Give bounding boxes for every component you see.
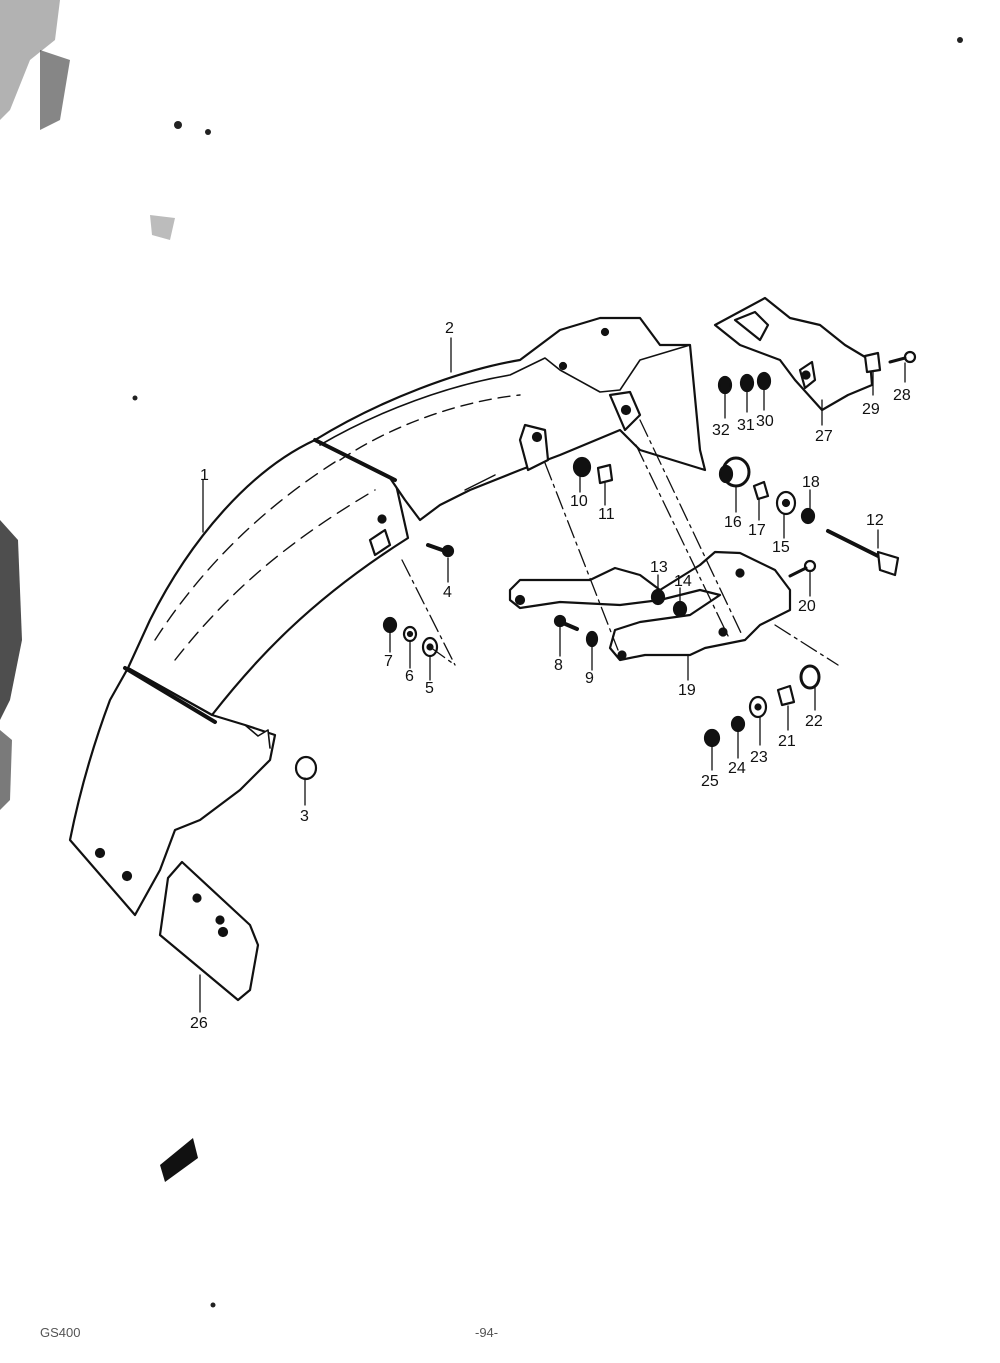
label-16: 16 <box>724 514 742 531</box>
nut-32 <box>717 375 733 395</box>
label-22: 22 <box>805 713 823 730</box>
washer-15 <box>775 490 797 516</box>
label-2: 2 <box>445 320 454 337</box>
grommet-10 <box>572 456 592 478</box>
leader-lines <box>199 337 906 1013</box>
scan-noise <box>0 0 963 1308</box>
label-4: 4 <box>443 584 452 601</box>
label-17: 17 <box>748 522 766 539</box>
nut-25 <box>703 728 721 748</box>
collar-29 <box>863 351 882 374</box>
label-6: 6 <box>405 668 414 685</box>
nut-24 <box>730 715 746 733</box>
label-11: 11 <box>598 506 615 523</box>
washer-31 <box>739 373 755 393</box>
label-15: 15 <box>772 539 790 556</box>
bolt-4 <box>426 543 455 558</box>
label-1: 1 <box>200 467 209 484</box>
label-14: 14 <box>674 573 692 590</box>
label-7: 7 <box>384 653 393 670</box>
label-19: 19 <box>678 682 696 699</box>
washer-23 <box>748 695 768 719</box>
fender-upper-cover <box>313 316 707 522</box>
grommet-16 <box>718 456 751 488</box>
footer-code: GS400 <box>40 1325 81 1340</box>
label-28: 28 <box>893 387 911 404</box>
label-10: 10 <box>570 493 588 510</box>
washer-14 <box>672 600 688 618</box>
washer-30 <box>756 371 772 391</box>
nut-7 <box>382 616 398 634</box>
label-13: 13 <box>650 559 668 576</box>
corner-mark <box>160 1138 198 1182</box>
bolt-28 <box>888 350 917 364</box>
grommet-22 <box>799 664 821 690</box>
label-31: 31 <box>737 417 755 434</box>
label-29: 29 <box>862 401 880 418</box>
label-12: 12 <box>866 512 884 529</box>
washer-9 <box>585 630 599 648</box>
label-21: 21 <box>778 733 796 750</box>
washer-6 <box>402 625 418 643</box>
label-24: 24 <box>728 760 746 777</box>
mud-flap <box>158 860 260 1002</box>
collar-17 <box>752 480 770 501</box>
label-23: 23 <box>750 749 768 766</box>
label-18: 18 <box>802 474 820 491</box>
label-3: 3 <box>300 808 309 825</box>
part-labels: 1 2 3 4 5 6 7 8 9 10 11 12 13 14 15 16 1… <box>190 320 911 1032</box>
label-32: 32 <box>712 422 730 439</box>
bolt-12 <box>826 529 900 577</box>
label-26: 26 <box>190 1015 208 1032</box>
collar-21 <box>776 684 796 707</box>
bracket-top <box>713 296 874 412</box>
label-20: 20 <box>798 598 816 615</box>
washer-13 <box>650 588 666 606</box>
footer-page-number: -94- <box>475 1325 499 1340</box>
label-5: 5 <box>425 680 434 697</box>
assembly-lines <box>401 419 839 666</box>
collar-11 <box>596 463 614 485</box>
bolt-8 <box>553 614 579 631</box>
rear-fender <box>68 438 410 917</box>
nut-18 <box>800 507 816 525</box>
label-30: 30 <box>756 413 774 430</box>
label-25: 25 <box>701 773 719 790</box>
label-8: 8 <box>554 657 563 674</box>
cushion-3 <box>294 755 318 781</box>
bolt-20 <box>788 559 817 578</box>
label-27: 27 <box>815 428 833 445</box>
hardware <box>294 350 917 781</box>
label-9: 9 <box>585 670 594 687</box>
